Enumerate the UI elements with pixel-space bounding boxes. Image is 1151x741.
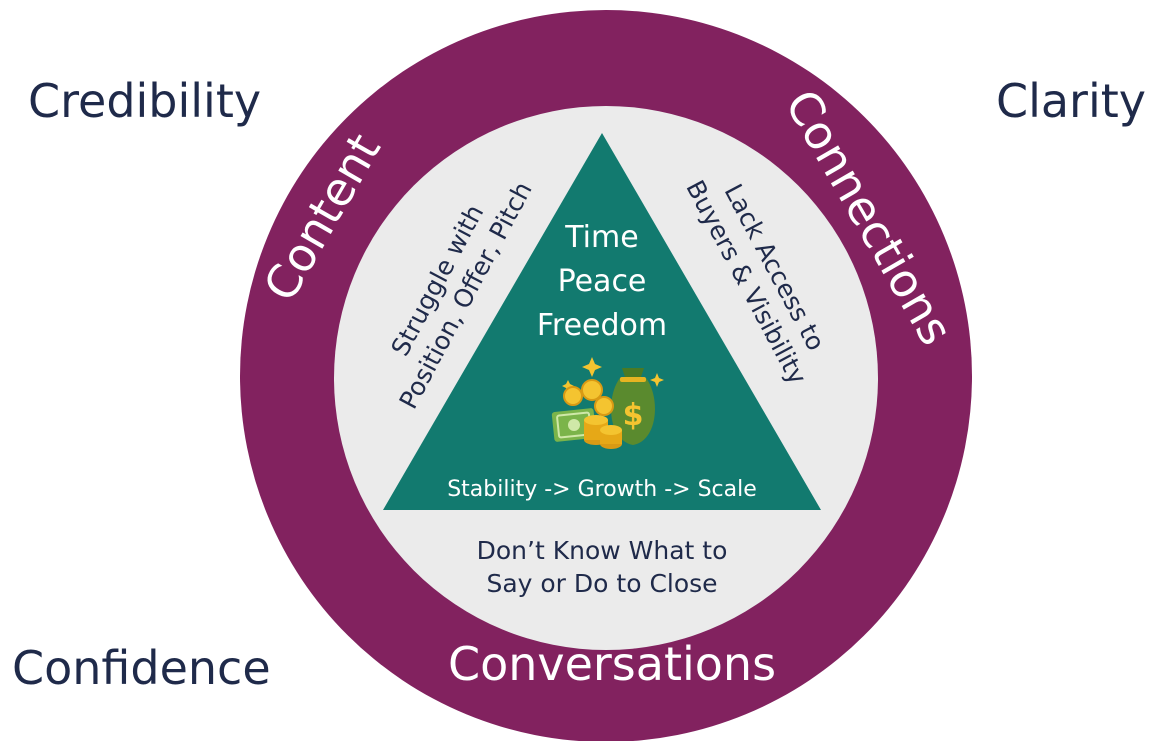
corner-clarity-label: Clarity xyxy=(996,74,1146,128)
triangle-freedom-label: Freedom xyxy=(537,308,667,343)
corner-credibility-label: Credibility xyxy=(28,74,261,128)
money-bag-icon: $ xyxy=(551,357,664,449)
triangle-time-label: Time xyxy=(564,220,638,255)
svg-text:$: $ xyxy=(623,398,644,433)
inner-bottom-line1: Don’t Know What to xyxy=(477,536,728,565)
triangle-peace-label: Peace xyxy=(558,264,647,299)
corner-confidence-label: Confidence xyxy=(12,641,271,695)
center-triangle xyxy=(383,133,821,510)
ring-conversations-label: Conversations xyxy=(448,637,776,691)
inner-bottom-line2: Say or Do to Close xyxy=(486,569,717,598)
triangle-bottom-label: Stability -> Growth -> Scale xyxy=(447,477,757,502)
